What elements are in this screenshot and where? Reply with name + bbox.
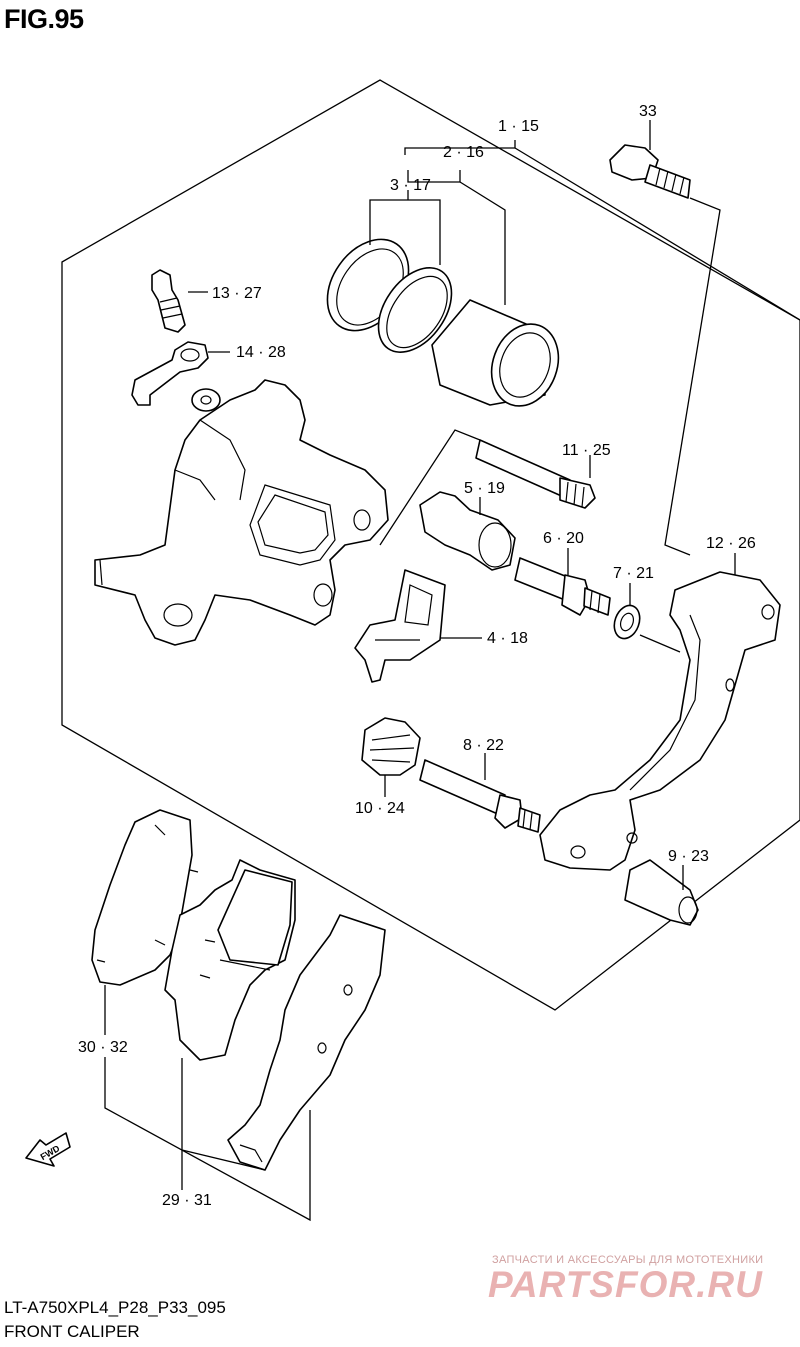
piston [431,299,560,407]
bolt-33 [609,144,691,199]
caliper-bracket [539,571,781,871]
piston-seals [326,238,453,353]
part-labels: 1 · 15 2 · 16 3 · 17 33 13 · 27 14 · 28 … [78,103,756,1209]
bleeder-screw [151,269,186,333]
label-8-22: 8 · 22 [463,737,504,754]
label-4-18: 4 · 18 [487,630,528,647]
washer-7 [613,604,641,640]
label-33: 33 [639,103,657,120]
brake-pad-inner [164,859,296,1061]
bleeder-cap [131,341,209,406]
pad-spring-clip [354,569,446,683]
sleeve-9 [624,859,699,926]
label-3-17: 3 · 17 [390,177,431,194]
label-11-25: 11 · 25 [562,442,611,459]
label-30-32: 30 · 32 [78,1039,128,1056]
figure-title: FIG.95 [4,4,84,34]
label-2-16: 2 · 16 [443,144,484,161]
figure-caption: FRONT CALIPER [4,1322,140,1341]
label-5-19: 5 · 19 [464,480,505,497]
caliper-body [94,379,389,646]
boot-5 [419,491,516,571]
leader-lines [104,120,800,1222]
assembly-outline [61,79,800,1011]
fwd-arrow-icon: FWD [25,1132,71,1167]
pad-shim [227,914,386,1171]
label-10-24: 10 · 24 [355,800,405,817]
slide-pin-8 [419,759,541,833]
boot-10 [361,717,421,776]
label-14-28: 14 · 28 [236,344,286,361]
watermark-logo: PARTSFOR.RU [488,1264,763,1305]
label-1-15: 1 · 15 [498,118,539,135]
slide-pin-6 [514,557,611,616]
slide-pin-11 [475,439,596,509]
watermark-tagline: ЗАПЧАСТИ И АКСЕССУАРЫ ДЛЯ МОТОТЕХНИКИ [492,1254,764,1266]
figure-code: LT-A750XPL4_P28_P33_095 [4,1298,226,1317]
label-13-27: 13 · 27 [212,285,262,302]
brake-pad-outer [91,809,199,986]
label-9-23: 9 · 23 [668,848,709,865]
label-29-31: 29 · 31 [162,1192,212,1209]
label-7-21: 7 · 21 [613,565,654,582]
label-12-26: 12 · 26 [706,535,756,552]
label-6-20: 6 · 20 [543,530,584,547]
